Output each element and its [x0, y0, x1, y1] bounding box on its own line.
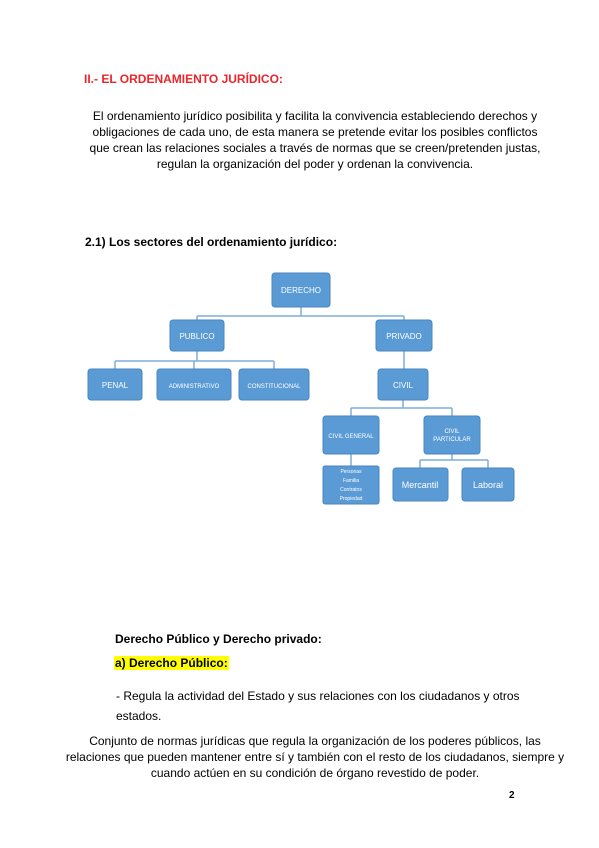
node-mercantil: Mercantil — [392, 467, 449, 502]
paragraph-line: Conjunto de normas jurídicas que regula … — [89, 734, 541, 748]
subsection-title: 2.1) Los sectores del ordenamiento juríd… — [85, 235, 338, 249]
node-civil-general: CIVIL GENERAL — [322, 415, 380, 455]
node-label: CIVIL — [393, 381, 414, 390]
node-label: PUBLICO — [179, 332, 214, 341]
node-privado: PRIVADO — [375, 319, 433, 352]
node-label: CIVIL — [444, 429, 460, 435]
connector-publico — [114, 351, 275, 369]
node-constitucional: CONSTITUCIONAL — [238, 368, 310, 401]
node-label: CIVIL GENERAL — [328, 434, 374, 440]
node-civil-general-items: Personas Familia Contratos Propiedad — [322, 465, 380, 505]
node-laboral: Laboral — [461, 467, 515, 502]
connector-derecho — [196, 307, 405, 320]
intro-line: regulan la organización del poder y orde… — [156, 157, 474, 171]
node-label: Personas — [340, 469, 362, 475]
node-label: Mercantil — [402, 480, 439, 490]
diagram-connectors — [114, 307, 489, 468]
node-label: ADMINISTRATIVO — [169, 384, 220, 390]
node-penal: PENAL — [87, 368, 143, 401]
connector-civil-particular — [419, 454, 489, 468]
node-label: DERECHO — [281, 286, 321, 295]
connector-civil — [350, 400, 453, 416]
node-civil-particular: CIVIL PARTICULAR — [423, 415, 481, 455]
node-label: Propiedad — [340, 496, 363, 502]
bullet-text: - Regula la actividad del Estado y sus r… — [116, 689, 520, 723]
node-civil: CIVIL — [377, 368, 429, 401]
page-number: 2 — [509, 790, 515, 801]
node-derecho: DERECHO — [271, 272, 331, 308]
intro-line: que crean las relaciones sociales a trav… — [89, 141, 541, 155]
node-label: Familia — [343, 478, 359, 484]
node-administrativo: ADMINISTRATIVO — [156, 368, 232, 401]
intro-paragraph: El ordenamiento jurídico posibilita y fa… — [50, 108, 580, 172]
intro-line: obligaciones de cada uno, de esta manera… — [92, 125, 538, 139]
highlighted-heading: a) Derecho Público: — [114, 656, 229, 670]
node-label: PARTICULAR — [433, 437, 471, 443]
paragraph-line: relaciones que pueden mantener entre sí … — [65, 750, 565, 764]
section-title: II.- EL ORDENAMIENTO JURÍDICO: — [84, 72, 283, 86]
node-label: Laboral — [473, 480, 503, 490]
body-paragraph: Conjunto de normas jurídicas que regula … — [50, 733, 580, 781]
section-heading: Derecho Público y Derecho privado: — [115, 632, 322, 646]
node-label: PENAL — [102, 381, 129, 390]
node-label: PRIVADO — [386, 332, 421, 341]
node-label: CONSTITUCIONAL — [247, 384, 301, 390]
paragraph-line: cuando actúen en su condición de órgano … — [150, 766, 480, 780]
org-diagram: DERECHO PUBLICO PRIVADO PENAL ADMINISTRA… — [87, 272, 515, 505]
node-label: Contratos — [340, 487, 362, 493]
node-publico: PUBLICO — [169, 319, 225, 352]
intro-line: El ordenamiento jurídico posibilita y fa… — [92, 109, 538, 123]
